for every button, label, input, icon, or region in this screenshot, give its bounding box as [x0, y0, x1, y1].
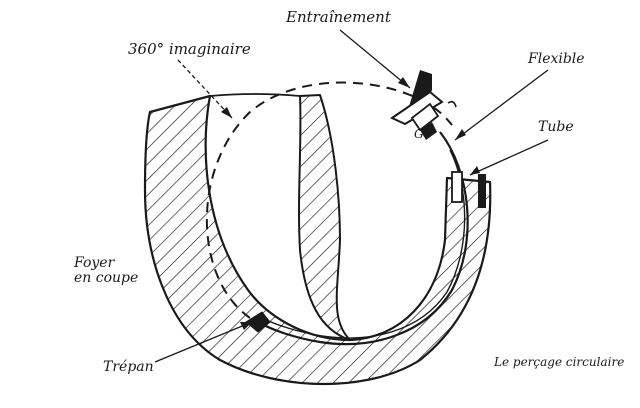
- caption: Le perçage circulaire: [494, 355, 625, 369]
- tube-flange: [478, 174, 486, 208]
- label-hearth-line1: Foyer: [74, 255, 115, 271]
- pointer-flexible: [454, 69, 549, 141]
- arrowhead-flexible: [455, 129, 466, 140]
- pointer-drive: [339, 29, 411, 89]
- arrowhead-imaginary: [221, 107, 232, 118]
- pointer-bit: [154, 321, 253, 363]
- label-imaginary: 360° imaginaire: [128, 40, 251, 58]
- arrowhead-bit: [240, 322, 252, 330]
- label-drive: Entraînement: [286, 8, 391, 26]
- label-g-mark: G: [414, 127, 424, 141]
- arrowhead-tube: [470, 166, 480, 175]
- tube-inner-line: [261, 149, 466, 339]
- drive-unit: [389, 70, 457, 140]
- hearth-inner-pillar: [298, 94, 351, 341]
- imaginary-circle: [205, 81, 453, 319]
- flexible-shaft: [257, 131, 469, 346]
- pointer-imaginary: [177, 59, 233, 119]
- label-bit: Trépan: [103, 359, 154, 375]
- label-flexible: Flexible: [528, 51, 585, 67]
- label-tube: Tube: [538, 119, 574, 135]
- arrowhead-drive: [398, 77, 410, 88]
- hearth-top-rim: [209, 93, 301, 97]
- drill-bit: [245, 311, 271, 333]
- label-hearth: Foyer en coupe: [74, 256, 138, 285]
- pointer-tube: [469, 139, 549, 176]
- tube-collar: [451, 171, 463, 203]
- hearth-section: [143, 94, 492, 385]
- label-hearth-line2: en coupe: [74, 269, 139, 286]
